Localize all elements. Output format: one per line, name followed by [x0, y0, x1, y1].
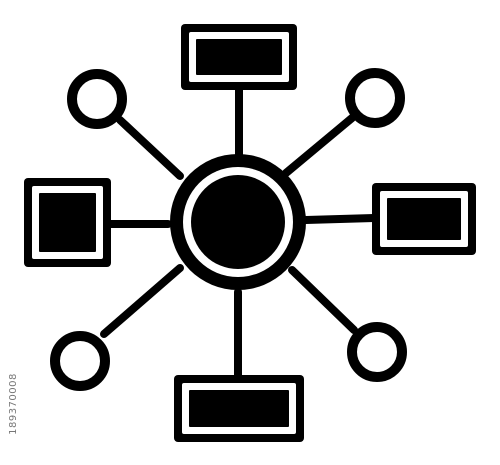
- watermark-id-text: 189370008: [8, 373, 18, 435]
- circle-node-bottom-left: [50, 331, 110, 391]
- connector-bottom-right: [288, 266, 358, 334]
- connector-right: [302, 214, 378, 224]
- node-bottom-rectangle: [174, 375, 304, 442]
- node-top-rectangle: [181, 24, 297, 90]
- circle-node-bottom-right: [347, 322, 407, 382]
- satellite-circles: [50, 68, 407, 391]
- node-left-square: [24, 178, 111, 267]
- circle-node-top-right: [345, 68, 405, 128]
- connector-lines: [100, 86, 378, 382]
- connector-top-left: [116, 116, 184, 180]
- node-right-rectangle: [372, 183, 476, 255]
- connector-bottom-left: [100, 264, 184, 338]
- watermark-id: 189370008: [2, 350, 18, 462]
- connector-top-right: [282, 114, 356, 177]
- circle-node-top-left: [67, 69, 127, 129]
- hub-core: [191, 175, 285, 269]
- hub-node: [170, 154, 306, 290]
